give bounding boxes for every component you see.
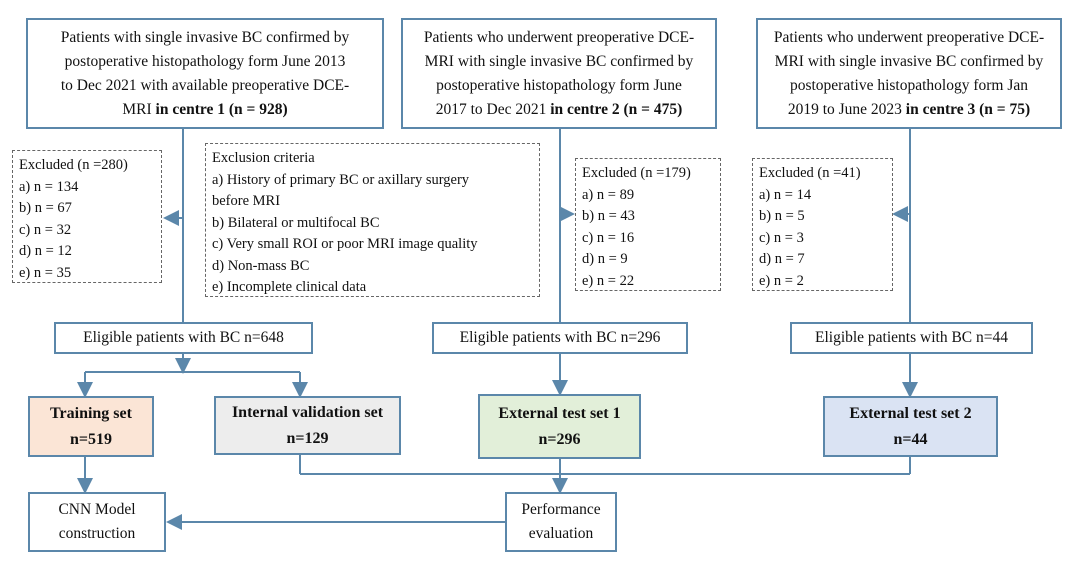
performance-evaluation-box: Performance evaluation <box>505 492 617 552</box>
centre3-count: in centre 3 (n = 75) <box>905 100 1031 118</box>
excluded2-item: a) n = 89 <box>582 186 635 203</box>
cnn-construction-box: CNN Model construction <box>28 492 166 552</box>
internal-validation-name: Internal validation set <box>231 403 384 421</box>
centre1-box: Patients with single invasive BC confirm… <box>26 18 384 129</box>
criteria-item: c) Very small ROI or poor MRI image qual… <box>212 236 478 252</box>
excluded3-item: e) n = 2 <box>759 272 804 289</box>
external-test1-count: n=296 <box>538 430 581 448</box>
centre3-box: Patients who underwent preoperative DCE-… <box>756 18 1062 129</box>
exclusion-criteria-box: Exclusion criteria a) History of primary… <box>205 143 540 297</box>
excluded2-box: Excluded (n =179) a) n = 89 b) n = 43 c)… <box>575 158 721 291</box>
excluded1-item: e) n = 35 <box>19 264 72 281</box>
external-test2-count: n=44 <box>893 430 928 448</box>
centre2-box: Patients who underwent preoperative DCE-… <box>401 18 717 129</box>
excluded1-item: c) n = 32 <box>19 221 72 238</box>
centre1-count: in centre 1 (n = 928) <box>155 100 288 118</box>
excluded2-item: c) n = 16 <box>582 229 635 246</box>
excluded1-item: a) n = 134 <box>19 178 79 195</box>
performance-line: Performance <box>521 501 601 518</box>
cnn-line: CNN Model <box>58 501 136 518</box>
criteria-item: before MRI <box>212 193 281 209</box>
excluded3-item: a) n = 14 <box>759 186 812 203</box>
centre3-line: Patients who underwent preoperative DCE- <box>773 28 1045 46</box>
centre2-line: MRI with single invasive BC confirmed by <box>424 52 694 70</box>
internal-validation-count: n=129 <box>286 429 329 447</box>
criteria-item: d) Non-mass BC <box>212 257 310 274</box>
centre1-line: to Dec 2021 with available preoperative … <box>60 76 350 94</box>
cnn-line: construction <box>58 525 136 542</box>
excluded3-item: c) n = 3 <box>759 229 804 246</box>
external-test1-box: External test set 1 n=296 <box>478 394 641 459</box>
external-test2-box: External test set 2 n=44 <box>823 396 998 457</box>
criteria-item: a) History of primary BC or axillary sur… <box>212 171 470 188</box>
excluded2-item: b) n = 43 <box>582 208 635 224</box>
centre3-line: MRI with single invasive BC confirmed by <box>774 52 1044 70</box>
centre1-line: Patients with single invasive BC confirm… <box>60 28 350 46</box>
excluded3-box: Excluded (n =41) a) n = 14 b) n = 5 c) n… <box>752 158 893 291</box>
excluded3-item: d) n = 7 <box>759 251 805 267</box>
eligible2-box: Eligible patients with BC n=296 <box>432 322 688 354</box>
excluded2-item: e) n = 22 <box>582 272 635 289</box>
excluded1-item: d) n = 12 <box>19 243 72 259</box>
excluded1-title: Excluded (n =280) <box>19 157 128 173</box>
centre2-count: in centre 2 (n = 475) <box>550 100 683 118</box>
performance-line: evaluation <box>528 525 594 542</box>
eligible2-label: Eligible patients with BC n=296 <box>459 329 661 346</box>
excluded1-item: b) n = 67 <box>19 200 72 216</box>
centre2-line: 2017 to Dec 2021 <box>435 100 551 118</box>
training-set-box: Training set n=519 <box>28 396 154 457</box>
centre3-line: postoperative histopathology form Jan <box>789 76 1029 94</box>
internal-validation-box: Internal validation set n=129 <box>214 396 401 455</box>
centre3-line: 2019 to June 2023 <box>787 100 906 118</box>
eligible3-label: Eligible patients with BC n=44 <box>814 329 1008 346</box>
eligible1-box: Eligible patients with BC n=648 <box>54 322 313 354</box>
external-test1-name: External test set 1 <box>498 404 621 422</box>
excluded2-title: Excluded (n =179) <box>582 165 691 181</box>
centre1-line: postoperative histopathology form June 2… <box>64 52 346 70</box>
centre1-line: MRI <box>122 100 156 118</box>
centre2-line: postoperative histopathology form June <box>436 76 682 94</box>
excluded3-title: Excluded (n =41) <box>759 165 861 181</box>
criteria-title: Exclusion criteria <box>212 150 315 166</box>
excluded3-item: b) n = 5 <box>759 208 805 224</box>
training-set-count: n=519 <box>69 430 112 448</box>
eligible3-box: Eligible patients with BC n=44 <box>790 322 1033 354</box>
eligible1-label: Eligible patients with BC n=648 <box>83 329 284 346</box>
criteria-item: b) Bilateral or multifocal BC <box>212 214 380 231</box>
criteria-item: e) Incomplete clinical data <box>212 279 367 295</box>
training-set-name: Training set <box>50 404 132 422</box>
external-test2-name: External test set 2 <box>849 404 972 422</box>
excluded1-box: Excluded (n =280) a) n = 134 b) n = 67 c… <box>12 150 162 283</box>
excluded2-item: d) n = 9 <box>582 251 628 267</box>
centre2-line: Patients who underwent preoperative DCE- <box>423 28 695 46</box>
